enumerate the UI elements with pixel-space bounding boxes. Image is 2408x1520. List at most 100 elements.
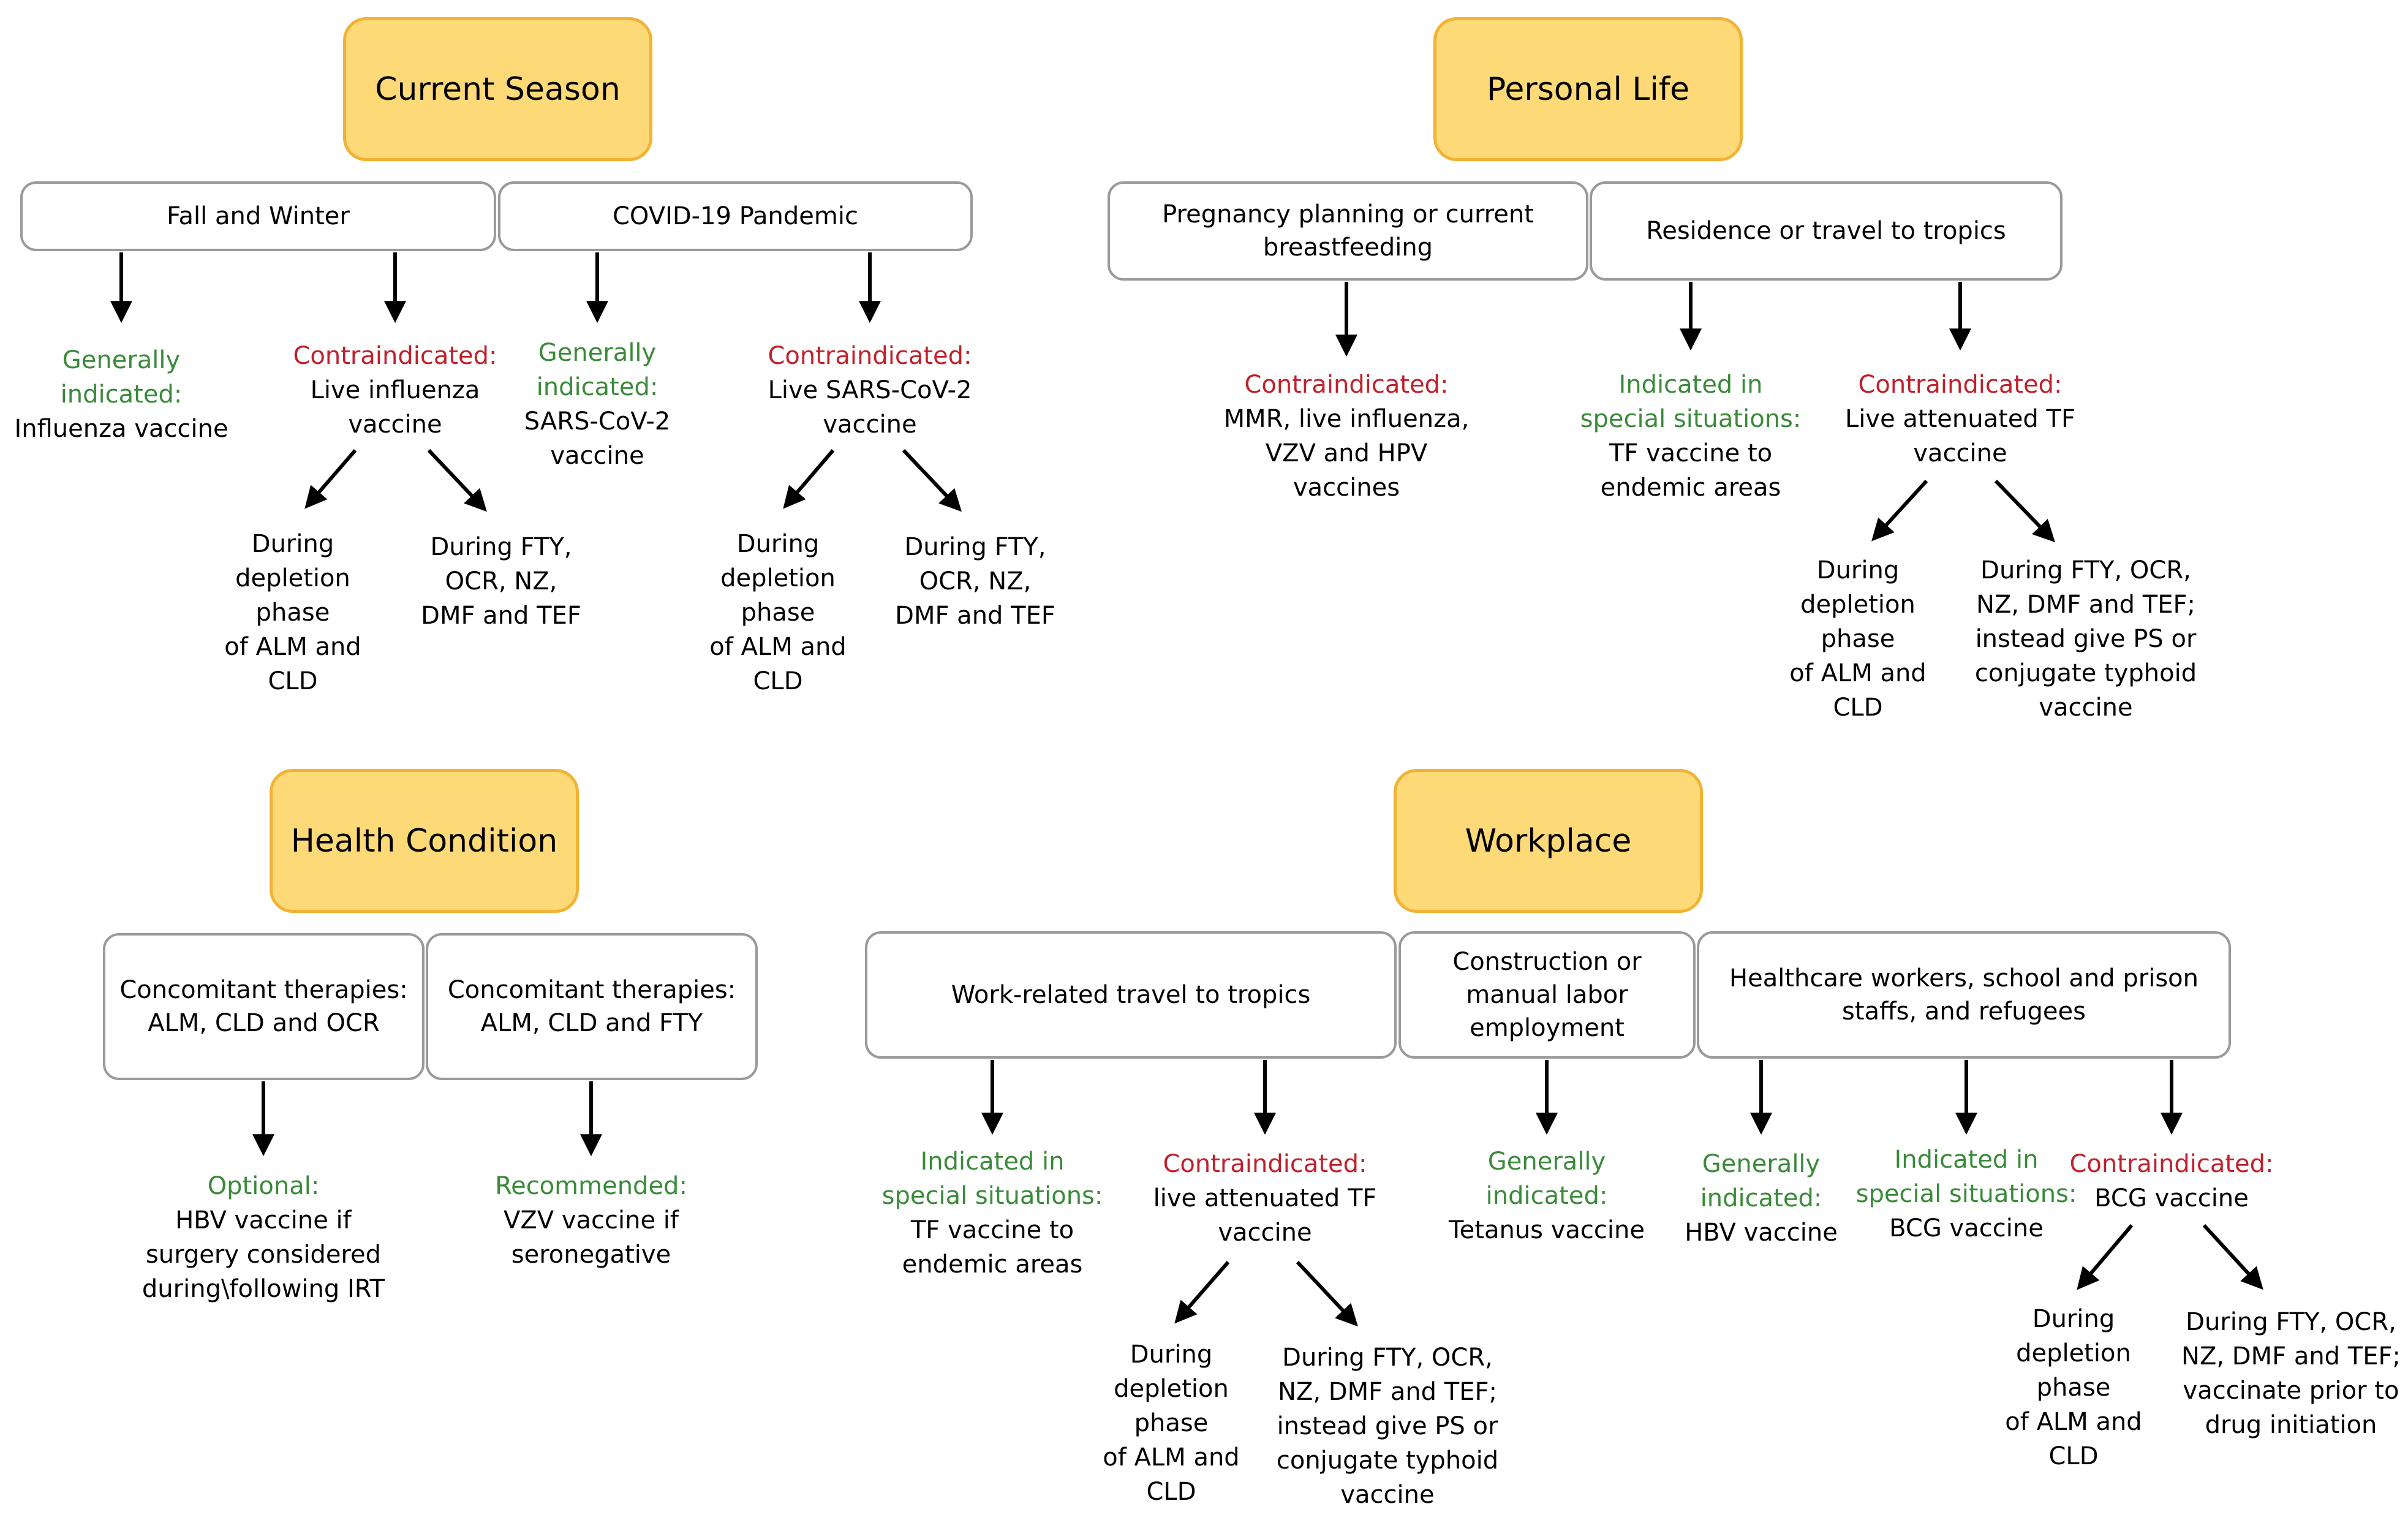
node-bcg-contra: Contraindicated: BCG vaccine	[2069, 1147, 2273, 1216]
node-text: BCG vaccine	[2094, 1184, 2249, 1212]
node-tf-special: Indicated in special situations: TF vacc…	[1580, 368, 1802, 505]
node-live-sars-contra: Contraindicated: Live SARS-CoV-2 vaccine	[768, 339, 972, 442]
node-text: Influenza vaccine	[14, 415, 228, 443]
label-indicated-special: special situations:	[1855, 1180, 2077, 1208]
arrow	[1296, 1260, 1358, 1327]
node-text: CLD	[1833, 694, 1883, 722]
box-construction: Construction or manual labor employment	[1398, 931, 1696, 1059]
label-generally-indicated: indicated:	[1485, 1182, 1608, 1210]
node-text: Live SARS-CoV-2	[768, 376, 972, 404]
label-optional: Optional:	[207, 1172, 320, 1200]
header-workplace: Workplace	[1394, 769, 1703, 913]
arrow	[1174, 1261, 1230, 1324]
box-concomitant-ocr: Concomitant therapies: ALM, CLD and OCR	[103, 933, 425, 1080]
node-text: VZV vaccine if	[503, 1206, 679, 1235]
node-text: phase	[1821, 625, 1895, 653]
node-text: vaccine	[348, 410, 442, 439]
node-text: vaccine	[1218, 1219, 1312, 1247]
box-concomitant-fty: Concomitant therapies: ALM, CLD and FTY	[426, 933, 758, 1080]
node-text: During	[1130, 1340, 1213, 1369]
node-mmr-contra: Contraindicated: MMR, live influenza, VZ…	[1224, 368, 1470, 505]
node-text: vaccine	[823, 410, 917, 439]
node-live-tf-contra: Contraindicated: Live attenuated TF vacc…	[1845, 368, 2075, 471]
node-text: CLD	[2048, 1442, 2099, 1470]
label-contraindicated: Contraindicated:	[1163, 1150, 1367, 1178]
label-indicated-special: Indicated in	[1894, 1146, 2039, 1174]
node-text: of ALM and	[224, 633, 361, 661]
node-vzv-recommended: Recommended: VZV vaccine if seronegative	[495, 1169, 687, 1272]
node-text: During FTY,	[430, 533, 572, 561]
node-text: instead give PS or	[1277, 1412, 1498, 1440]
box-pregnancy: Pregnancy planning or current breastfeed…	[1108, 181, 1588, 281]
box-line: ALM, CLD and FTY	[480, 1009, 703, 1037]
arrow	[2202, 1223, 2263, 1290]
node-tf-special-work: Indicated in special situations: TF vacc…	[882, 1144, 1103, 1282]
node-text: vaccine	[2039, 694, 2133, 722]
node-depletion-5: During depletion phase of ALM and CLD	[2005, 1302, 2142, 1473]
node-text: SARS-CoV-2	[524, 407, 671, 436]
node-text: NZ, DMF and TEF;	[1278, 1378, 1497, 1406]
node-text: depletion	[1800, 591, 1915, 619]
node-text: Tetanus vaccine	[1449, 1216, 1645, 1244]
node-depletion-4: During depletion phase of ALM and CLD	[1103, 1337, 1239, 1509]
node-fty-ps-1: During FTY, OCR, NZ, DMF and TEF; instea…	[1975, 553, 2197, 725]
node-text: Live attenuated TF	[1845, 405, 2075, 433]
node-text: depletion	[1114, 1375, 1229, 1403]
box-line: COVID-19 Pandemic	[613, 202, 858, 230]
box-line: manual labor	[1466, 981, 1628, 1009]
box-line: Concomitant therapies:	[447, 976, 736, 1004]
label-generally-indicated: indicated:	[60, 380, 183, 409]
label-generally-indicated: Generally	[1487, 1148, 1606, 1176]
label-indicated-special: special situations:	[881, 1182, 1103, 1210]
node-depletion-1: During depletion phase of ALM and CLD	[224, 527, 361, 698]
node-fty-ps-2: During FTY, OCR, NZ, DMF and TEF; instea…	[1277, 1340, 1498, 1512]
node-text: surgery considered	[145, 1241, 382, 1269]
node-fty-1: During FTY, OCR, NZ, DMF and TEF	[421, 530, 581, 633]
box-line: Fall and Winter	[167, 202, 350, 230]
label-indicated-special: special situations:	[1580, 405, 1802, 433]
node-text: HBV vaccine if	[175, 1206, 352, 1235]
arrow	[902, 448, 962, 512]
node-text: OCR, NZ,	[445, 567, 557, 596]
node-text: During FTY, OCR,	[2186, 1308, 2396, 1336]
label-generally-indicated: indicated:	[1700, 1184, 1822, 1212]
node-text: vaccines	[1293, 474, 1400, 502]
node-text: conjugate typhoid	[1974, 659, 2197, 687]
box-healthcare: Healthcare workers, school and prison st…	[1697, 931, 2231, 1059]
label-recommended: Recommended:	[495, 1172, 687, 1200]
box-line: Work-related travel to tropics	[951, 981, 1311, 1009]
box-line: Healthcare workers, school and prison	[1729, 964, 2199, 993]
node-sars-indicated: Generally indicated: SARS-CoV-2 vaccine	[524, 336, 670, 473]
node-text: during\following IRT	[142, 1275, 385, 1303]
node-text: CLD	[1146, 1478, 1196, 1506]
arrow	[783, 449, 835, 509]
box-line: breastfeeding	[1263, 233, 1433, 262]
node-text: phase	[1134, 1409, 1209, 1437]
node-text: BCG vaccine	[1889, 1214, 2044, 1242]
node-text: instead give PS or	[1975, 625, 2197, 653]
node-live-tf-contra-work: Contraindicated: live attenuated TF vacc…	[1153, 1147, 1377, 1250]
node-fty-2: During FTY, OCR, NZ, DMF and TEF	[895, 530, 1055, 633]
label-contraindicated: Contraindicated:	[1244, 371, 1449, 399]
node-text: live attenuated TF	[1153, 1184, 1377, 1212]
node-text: depletion	[2016, 1339, 2131, 1367]
header-personal-life: Personal Life	[1433, 17, 1743, 161]
node-text: vaccine	[1340, 1481, 1435, 1509]
node-text: depletion	[235, 564, 350, 592]
node-text: depletion	[720, 564, 836, 592]
node-text: TF vaccine to	[1609, 439, 1773, 467]
node-text: During	[251, 530, 334, 558]
node-text: MMR, live influenza,	[1223, 405, 1470, 433]
label-indicated-special: Indicated in	[1618, 371, 1763, 399]
box-line: Concomitant therapies:	[119, 976, 408, 1004]
node-live-influenza-contra: Contraindicated: Live influenza vaccine	[293, 339, 497, 442]
node-text: Live influenza	[310, 376, 480, 404]
arrow	[304, 449, 357, 509]
node-fty-prior: During FTY, OCR, NZ, DMF and TEF; vaccin…	[2181, 1305, 2401, 1442]
box-tropics: Residence or travel to tropics	[1590, 181, 2063, 281]
arrow	[427, 448, 487, 512]
node-text: phase	[255, 599, 330, 627]
node-text: vaccinate prior to	[2183, 1377, 2399, 1405]
